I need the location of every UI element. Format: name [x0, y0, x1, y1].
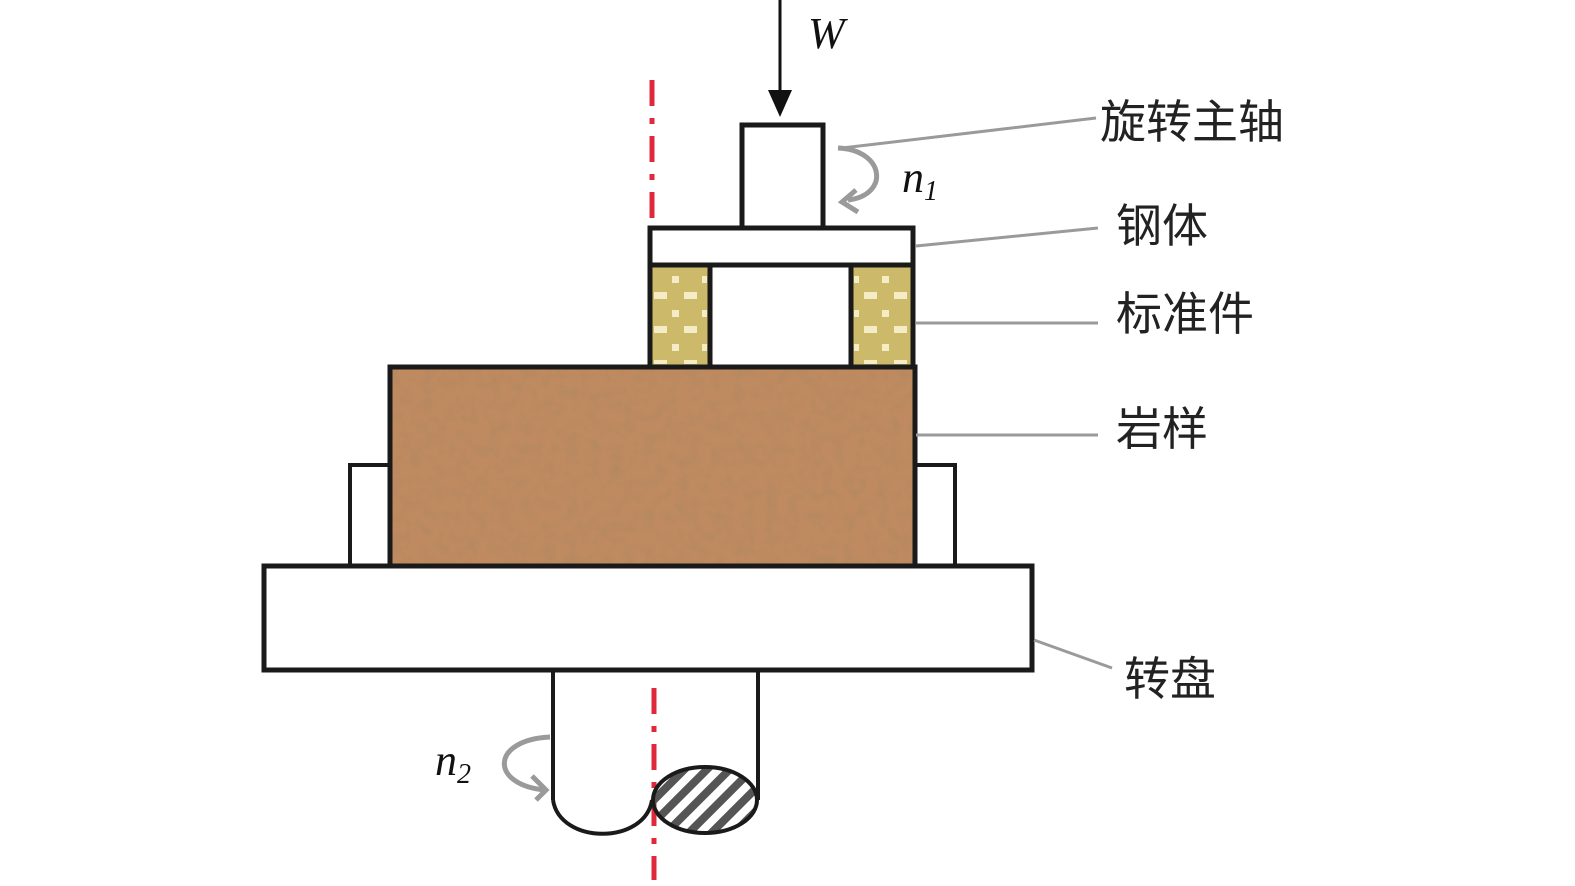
steel-body	[647, 225, 916, 268]
spindle	[739, 122, 826, 231]
rotation-axis-line	[649, 80, 657, 880]
load-label: W	[808, 9, 848, 58]
standard-part-right	[848, 262, 916, 370]
label-standard-part: 标准件	[1116, 287, 1254, 341]
clamp-right	[913, 463, 957, 568]
turntable	[261, 563, 1035, 673]
label-steel-body: 钢体	[1116, 199, 1208, 253]
lower-shaft	[551, 670, 760, 836]
rotation-arrow-n1	[837, 145, 879, 215]
n2-label: n2	[435, 736, 471, 790]
clamp-left	[348, 463, 392, 571]
standard-part-left	[647, 262, 713, 370]
load-arrow	[768, 0, 792, 117]
label-turntable: 转盘	[1124, 652, 1216, 706]
leader-lines	[841, 116, 1113, 670]
rock-sample	[387, 364, 918, 569]
label-spindle: 旋转主轴	[1100, 95, 1284, 149]
rotation-arrow-n2	[501, 734, 551, 802]
label-rock-sample: 岩样	[1116, 402, 1208, 456]
n1-label: n1	[902, 153, 938, 207]
